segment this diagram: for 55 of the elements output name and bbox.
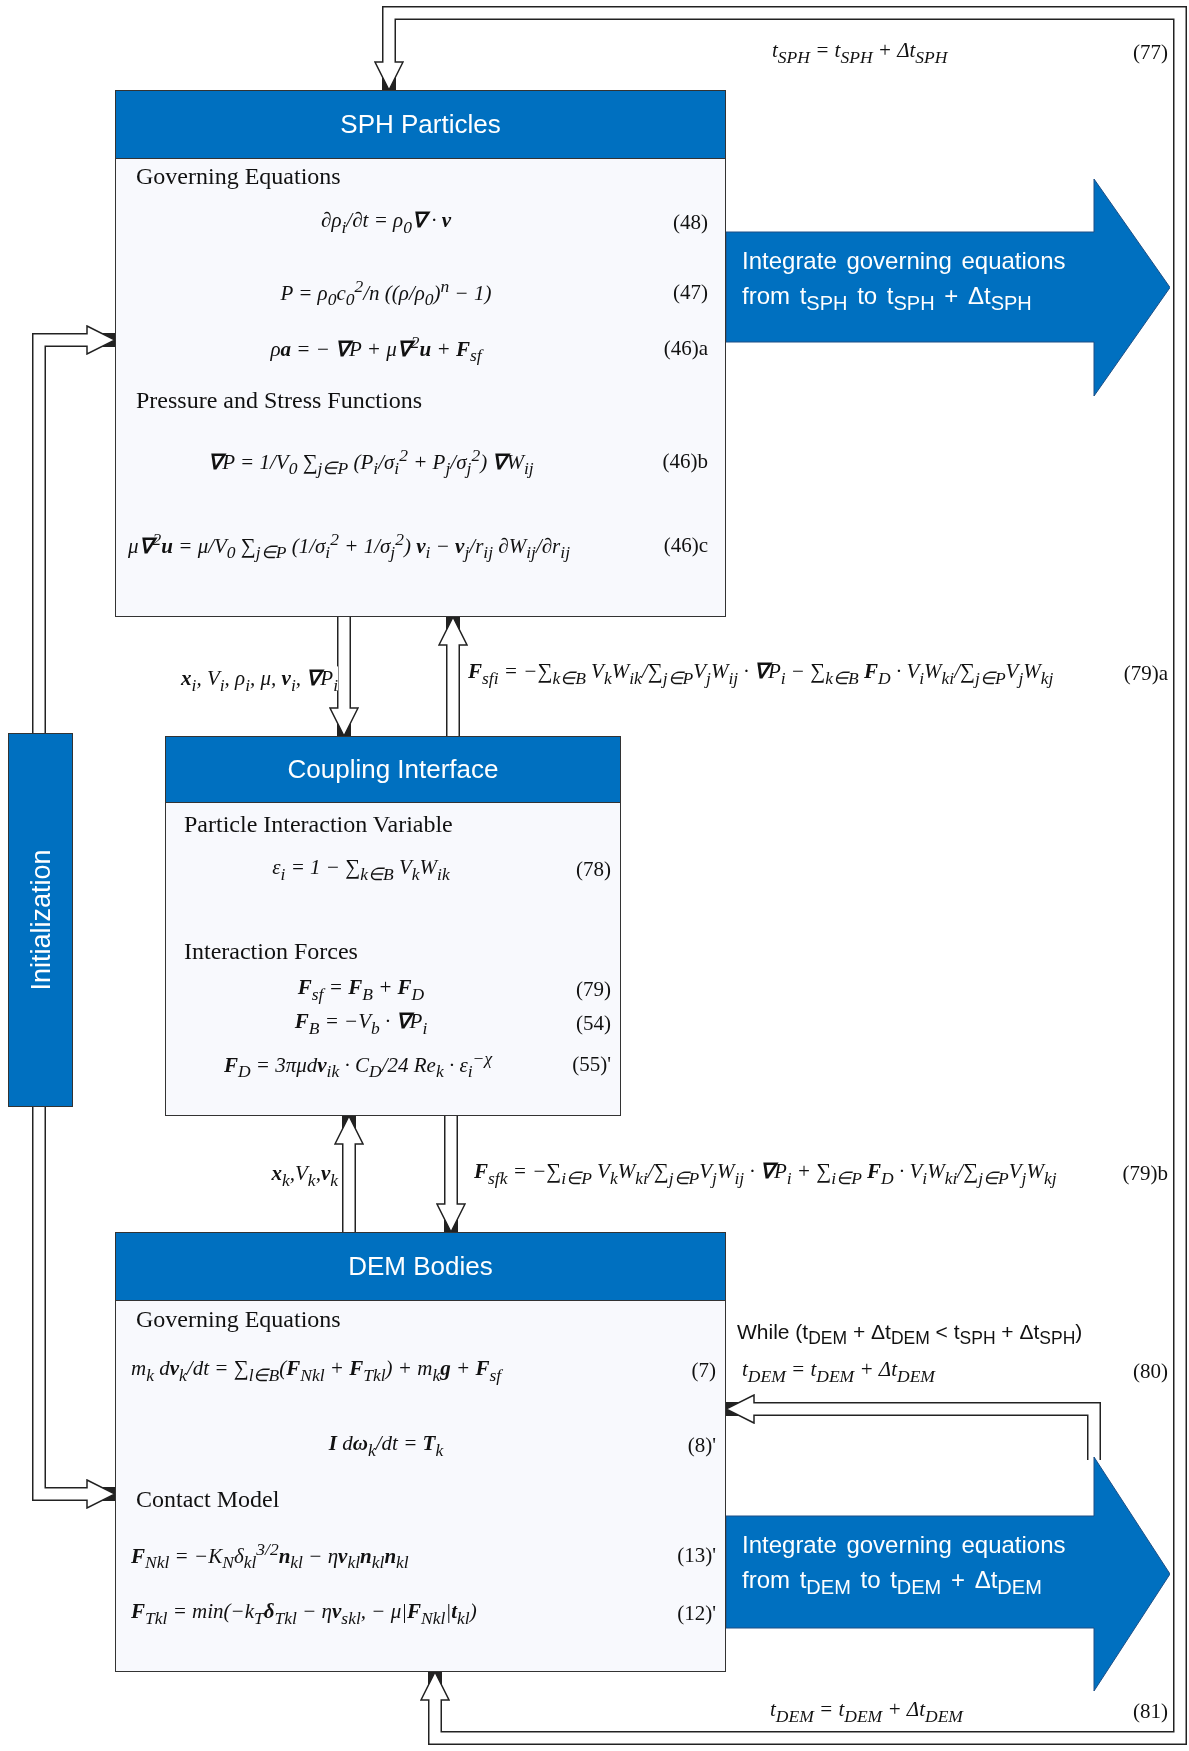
panel-title: SPH Particles xyxy=(340,109,501,140)
equation: P = ρ$_{0}$c$_{0}$$^{2}$/n ((ρ/ρ$_{0}$)$^{n}$ − 1) xyxy=(280,280,492,305)
equation-number: (13)' xyxy=(677,1543,716,1568)
arrow-label: Integrate governing equations from t$_{SPH}$ to t$_{SPH}$ + Δt$_{SPH}$ xyxy=(742,246,1067,316)
loop-condition: While (t$_{DEM}$ + Δt$_{DEM}$ < t$_{SPH}$ + Δt$_{SPH}$) xyxy=(737,1319,1083,1343)
hollow-arrow xyxy=(436,1116,466,1233)
equation-number: (12)' xyxy=(677,1601,716,1626)
equation-number: (80) xyxy=(1133,1359,1168,1384)
equation-number: (78) xyxy=(576,857,611,882)
section-heading: Particle Interaction Variable xyxy=(184,810,453,837)
equation-number: (46)a xyxy=(663,336,708,361)
equation: t$_{DEM}$ = t$_{DEM}$ + Δt$_{DEM}$ xyxy=(742,1357,935,1382)
block-arrow xyxy=(726,1457,1170,1691)
panel-title: DEM Bodies xyxy=(348,1251,493,1282)
section-heading: Pressure and Stress Functions xyxy=(136,386,422,413)
panel-title: Coupling Interface xyxy=(287,754,499,785)
hollow-arrow xyxy=(725,1394,1101,1460)
equation: ε$_{i}$ = 1 − ∑$_{k∈B}$ V$_{k}$W$_{ik}$ xyxy=(272,855,450,880)
equation: F$_{Tkl}$ = min(−k$_{T}$δ$_{Tkl}$ − ηv$_{skl}$, − μ|F$_{Nkl}$|t$_{kl}$) xyxy=(131,1599,477,1624)
process-panel xyxy=(165,736,621,1116)
process-panel xyxy=(115,90,726,617)
hollow-arrow xyxy=(438,616,468,736)
equation: F$_{Nkl}$ = −K$_{N}$δ$_{kl}$$^{3/2}$n$_{kl}$ − ηv$_{kl}$n$_{kl}$n$_{kl}$ xyxy=(131,1543,409,1568)
equation-number: (79) xyxy=(576,977,611,1002)
equation-number: (81) xyxy=(1133,1699,1168,1724)
equation-number: (46)b xyxy=(662,449,708,474)
equation-number: (77) xyxy=(1133,40,1168,65)
block-arrow xyxy=(726,179,1170,396)
hollow-arrow xyxy=(329,617,359,737)
hollow-arrow xyxy=(374,6,1187,1745)
equation: I dω$_{k}$/dt = T$_{k}$ xyxy=(328,1431,444,1456)
section-heading: Contact Model xyxy=(136,1485,280,1512)
equation-number: (48) xyxy=(673,210,708,235)
equation-number: (47) xyxy=(673,280,708,305)
equation-number: (8)' xyxy=(687,1433,716,1458)
band-label: Initialization xyxy=(25,849,56,991)
hollow-arrow xyxy=(32,1107,116,1509)
equation: t$_{DEM}$ = t$_{DEM}$ + Δt$_{DEM}$ xyxy=(770,1697,963,1722)
equation-number: (46)c xyxy=(663,533,708,558)
equation-number: (54) xyxy=(576,1011,611,1036)
arrow-label: Integrate governing equations from t$_{DEM}$ to t$_{DEM}$ + Δt$_{DEM}$ xyxy=(742,1530,1067,1600)
hollow-arrow xyxy=(32,325,116,733)
equation: F$_{B}$ = −V$_{b}$ · ∇P$_{i}$ xyxy=(294,1009,428,1034)
section-heading: Governing Equations xyxy=(136,162,341,189)
equation-number: (7) xyxy=(691,1358,716,1383)
hollow-arrow xyxy=(334,1115,364,1232)
section-heading: Interaction Forces xyxy=(184,937,358,964)
equation-number: (55)' xyxy=(572,1052,611,1077)
equation-number: (79)a xyxy=(1123,661,1168,686)
equation-number: (79)b xyxy=(1122,1161,1168,1186)
process-panel xyxy=(115,1232,726,1672)
edge-label: x$_{i}$, V$_{i}$, ρ$_{i}$, μ, v$_{i}$, ∇P$_{i}$ xyxy=(181,666,338,691)
equation: ∂ρ$_{i}$/∂t = ρ$_{0}$∇ · v xyxy=(321,208,451,233)
initialization-band xyxy=(8,733,73,1107)
section-heading: Governing Equations xyxy=(136,1305,341,1332)
